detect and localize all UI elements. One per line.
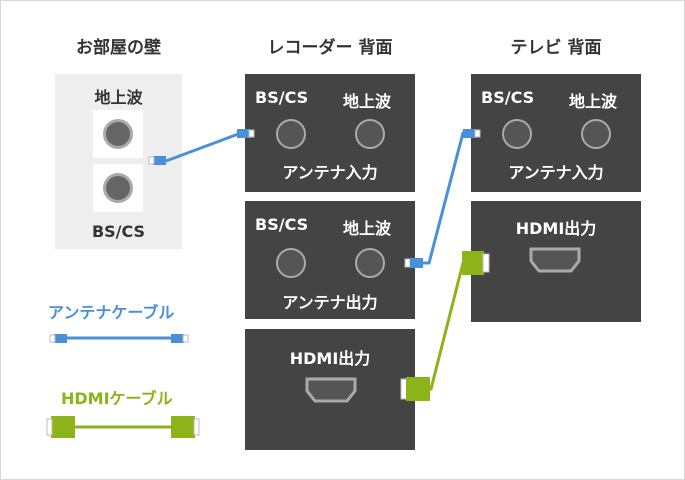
tv-hdmi-panel: HDMI出力 [471,201,641,322]
tv-in-bscs-label: BS/CS [481,88,535,107]
tv-in-caption: アンテナ入力 [508,163,604,182]
recorder-antenna-input-panel: BS/CS 地上波 アンテナ入力 [245,74,415,192]
recorder-title: レコーダー 背面 [267,38,393,58]
recorder-out-caption: アンテナ出力 [282,293,378,312]
recorder-in-bscs-jack [276,119,306,149]
wall-terrestrial-jack [103,119,133,149]
recorder-out-bscs-jack [276,248,306,278]
antenna-cable-recorder-to-tv [404,129,481,268]
recorder-in-terrestrial-label: 地上波 [343,92,392,111]
wall-bscs-jack [103,173,133,203]
antenna-cable-wall-to-recorder [148,129,255,165]
recorder-out-terrestrial-jack [355,248,385,278]
tv-in-terrestrial-label: 地上波 [569,92,618,111]
recorder-hdmi-port [305,377,357,403]
legend-hdmi-label: HDMIケーブル [61,389,173,408]
legend-antenna-cable [49,334,189,343]
wall-bscs-socket [93,164,143,212]
wall-title: お部屋の壁 [76,38,161,58]
wall-panel: 地上波 BS/CS [55,74,182,249]
recorder-in-bscs-label: BS/CS [255,88,309,107]
recorder-hdmi-panel: HDMI出力 [245,329,415,450]
tv-hdmi-caption: HDMI出力 [515,219,597,238]
legend-antenna-label: アンテナケーブル [48,303,175,322]
tv-hdmi-port [529,247,581,273]
wall-terrestrial-label: 地上波 [94,88,143,107]
tv-in-terrestrial-jack [581,119,611,149]
recorder-out-bscs-label: BS/CS [255,215,309,234]
recorder-in-caption: アンテナ入力 [282,163,378,182]
tv-in-bscs-jack [502,119,532,149]
recorder-in-terrestrial-jack [355,119,385,149]
wall-bscs-label: BS/CS [91,222,146,241]
tv-antenna-input-panel: BS/CS 地上波 アンテナ入力 [471,74,641,192]
recorder-out-terrestrial-label: 地上波 [343,219,392,238]
legend-hdmi-cable [46,416,200,438]
recorder-antenna-output-panel: BS/CS 地上波 アンテナ出力 [245,201,415,319]
recorder-hdmi-caption: HDMI出力 [289,349,371,368]
hdmi-cable-recorder-to-tv [400,251,490,401]
tv-title: テレビ 背面 [510,38,602,58]
wall-terrestrial-socket [93,110,143,158]
